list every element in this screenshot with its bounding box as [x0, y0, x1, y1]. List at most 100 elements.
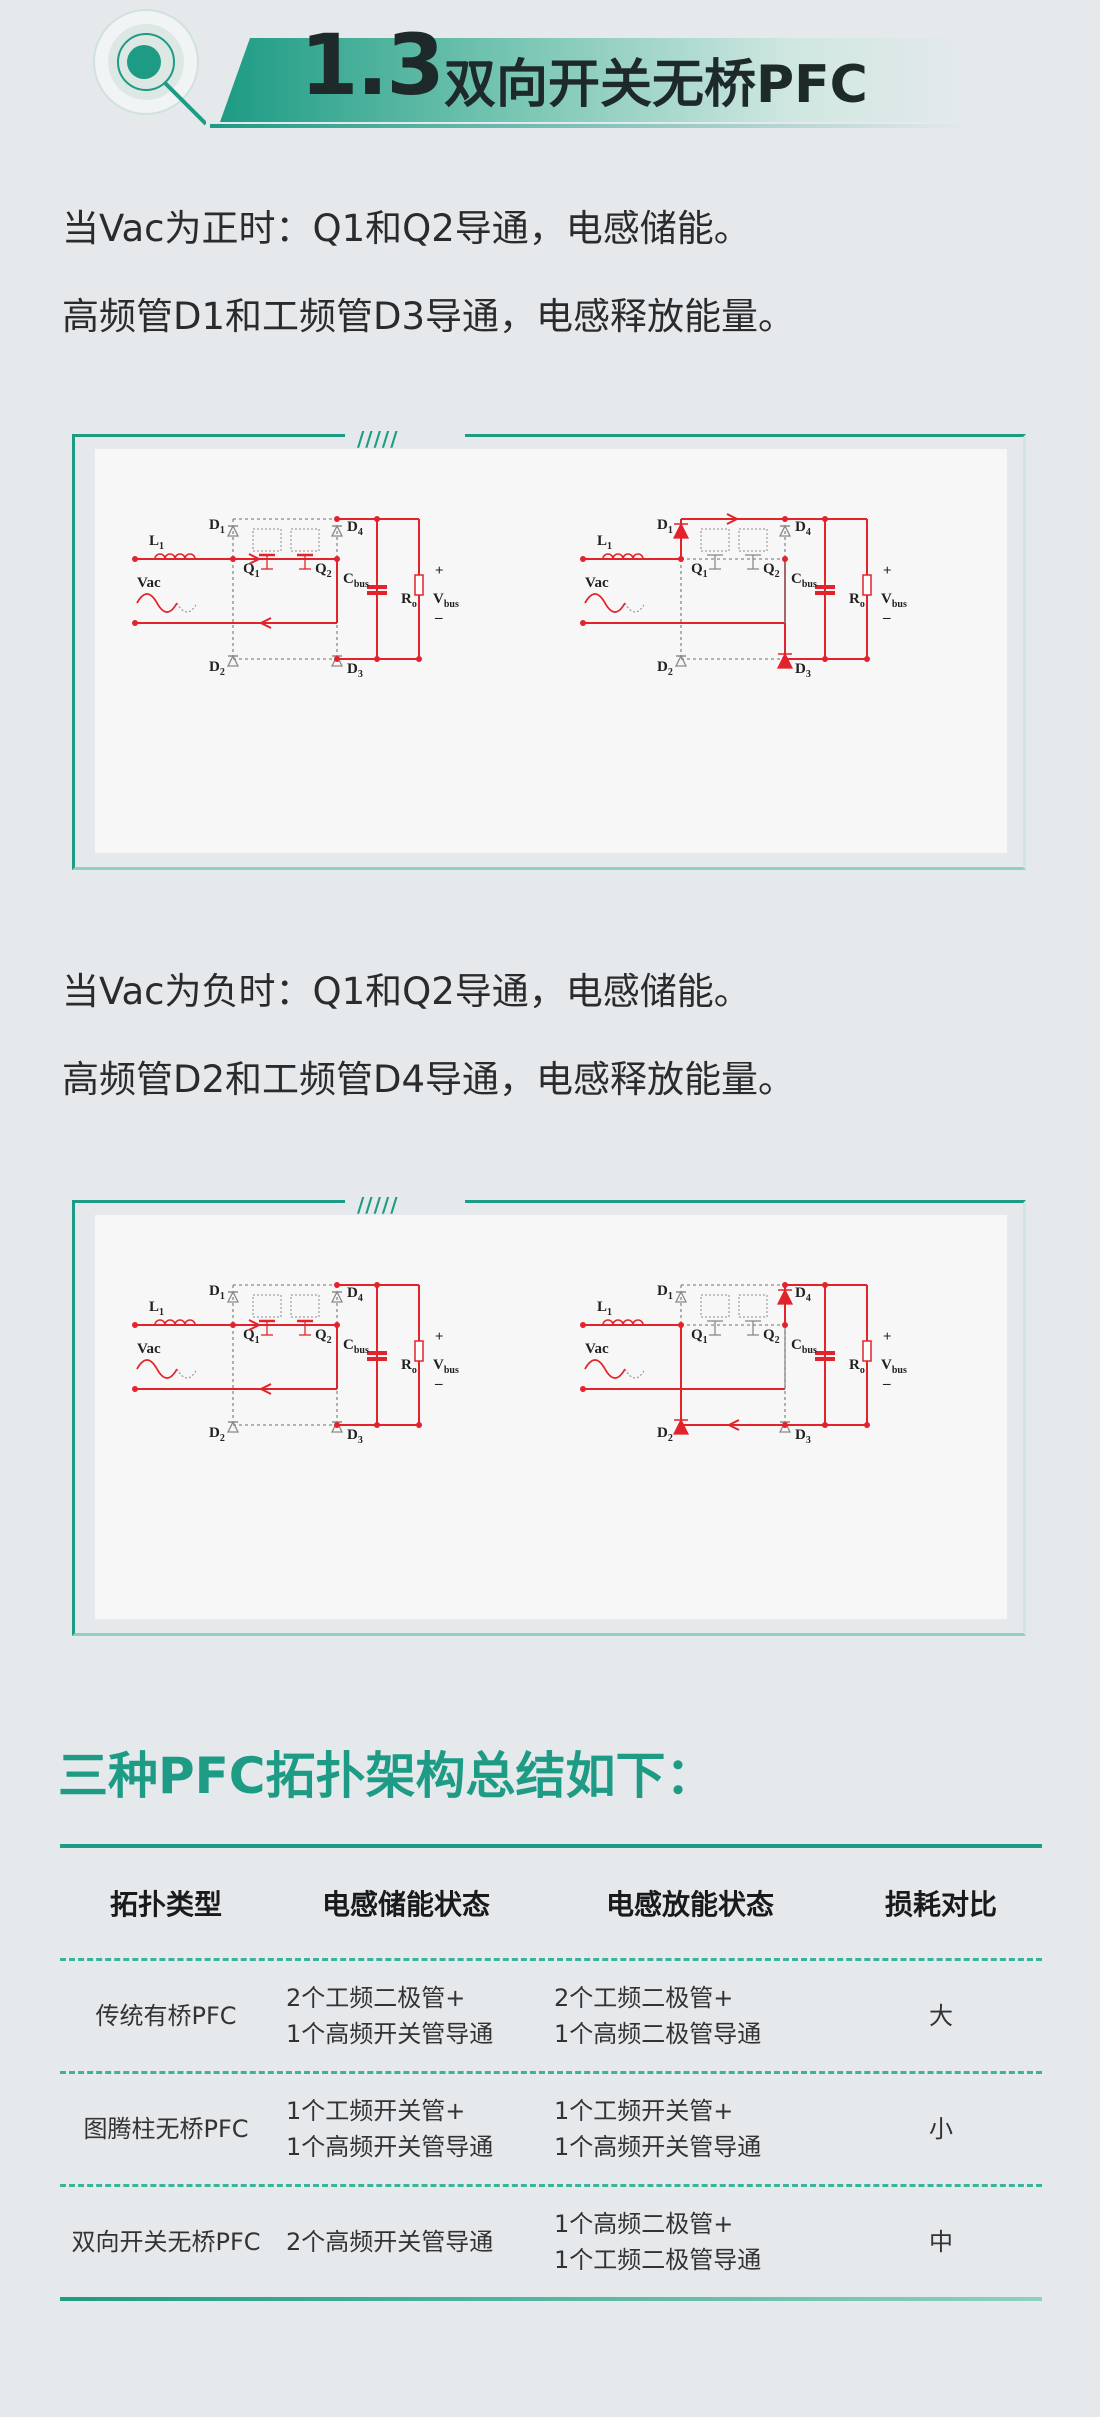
mosfet-body	[252, 1294, 282, 1318]
cell-loss: 中	[929, 2228, 953, 2256]
section-number: 1.3	[300, 16, 445, 114]
diode-symbol	[226, 524, 240, 537]
component-label: Cbus	[791, 571, 817, 590]
diode-symbol	[778, 1420, 792, 1433]
component-label: D2	[209, 659, 225, 678]
capacitor-plate	[815, 591, 835, 595]
component-label: _	[882, 1371, 891, 1387]
resistor	[862, 1340, 872, 1362]
diode-symbol	[330, 524, 344, 537]
junction-dot	[864, 656, 870, 662]
sine-wave	[176, 1368, 198, 1379]
component-label: Q1	[691, 561, 708, 580]
junction-dot	[782, 1322, 788, 1328]
section-header: 1.3 双向开关无桥PFC	[0, 0, 1100, 140]
diode-symbol	[330, 1420, 344, 1433]
header-underline	[210, 124, 970, 128]
junction-dot	[782, 516, 788, 522]
component-label: Vac	[137, 575, 161, 591]
inductor-coil	[184, 1319, 196, 1326]
junction-dot	[782, 1422, 788, 1428]
diode-symbol	[330, 654, 344, 667]
table-row: 双向开关无桥PFC 2个高频开关管导通 1个高频二极管+ 1个工频二极管导通 中	[60, 2187, 1042, 2297]
mosfet-body	[738, 528, 768, 552]
diode-symbol	[672, 1418, 690, 1435]
junction-dot	[822, 1282, 828, 1288]
component-label: Q1	[691, 1327, 708, 1346]
paragraph-negative-line1: 当Vac为负时：Q1和Q2导通，电感储能。	[62, 970, 751, 1013]
component-label: D1	[657, 1283, 673, 1302]
sine-wave	[136, 593, 178, 613]
mosfet-body	[252, 528, 282, 552]
comparison-table: 拓扑类型 电感储能状态 电感放能状态 损耗对比 传统有桥PFC 2个工频二极管+…	[60, 1844, 1042, 2301]
table-header-row: 拓扑类型 电感储能状态 电感放能状态 损耗对比	[60, 1848, 1042, 1958]
component-label: L1	[597, 533, 612, 552]
junction-dot	[822, 1422, 828, 1428]
junction-dot	[334, 656, 340, 662]
component-label: +	[883, 1329, 892, 1345]
component-label: Q2	[763, 1327, 780, 1346]
cell-store: 2个高频开关管导通	[286, 2228, 494, 2256]
component-label: Q2	[315, 1327, 332, 1346]
component-label: +	[435, 1329, 444, 1345]
resistor	[862, 574, 872, 596]
inductor-coil	[632, 553, 644, 560]
magnifier-icon	[93, 9, 206, 126]
component-label: Q2	[315, 561, 332, 580]
capacitor-plate	[367, 585, 387, 589]
resistor	[414, 1340, 424, 1362]
component-label: D2	[657, 659, 673, 678]
component-label: _	[434, 1371, 443, 1387]
sine-wave	[624, 602, 646, 613]
cell-release: 1个高频二极管+ 1个工频二极管导通	[554, 2210, 762, 2274]
current-arrow	[248, 1319, 262, 1331]
mosfet-body	[290, 1294, 320, 1318]
junction-dot	[580, 620, 586, 626]
diode-symbol	[672, 522, 690, 539]
cell-type: 双向开关无桥PFC	[71, 2228, 261, 2256]
header-store-state: 电感储能状态	[321, 1888, 490, 1921]
paragraph-positive-line1: 当Vac为正时：Q1和Q2导通，电感储能。	[62, 207, 751, 250]
resistor	[414, 574, 424, 596]
frame-stripes: /////	[357, 427, 399, 451]
junction-dot	[416, 656, 422, 662]
junction-dot	[580, 556, 586, 562]
junction-dot	[374, 1282, 380, 1288]
current-arrow	[726, 513, 740, 525]
junction-dot	[334, 556, 340, 562]
component-label: D1	[209, 517, 225, 536]
capacitor-plate	[815, 585, 835, 589]
component-label: Cbus	[791, 1337, 817, 1356]
junction-dot	[334, 1422, 340, 1428]
capacitor-plate	[367, 1351, 387, 1355]
junction-dot	[580, 1322, 586, 1328]
diode-symbol	[778, 524, 792, 537]
component-label: D1	[209, 1283, 225, 1302]
diode-symbol	[776, 1288, 794, 1305]
current-arrow	[726, 1419, 740, 1431]
table-row: 图腾柱无桥PFC 1个工频开关管+ 1个高频开关管导通 1个工频开关管+ 1个高…	[60, 2074, 1042, 2184]
cell-release: 1个工频开关管+ 1个高频开关管导通	[554, 2097, 762, 2161]
cell-release: 2个工频二极管+ 1个高频二极管导通	[554, 1984, 762, 2048]
component-label: D4	[795, 519, 811, 538]
header-topology: 拓扑类型	[109, 1888, 222, 1921]
paragraph-positive-line2: 高频管D1和工频管D3导通，电感释放能量。	[62, 295, 796, 338]
component-label: D4	[347, 1285, 363, 1304]
cell-store: 1个工频开关管+ 1个高频开关管导通	[286, 2097, 494, 2161]
junction-dot	[864, 1422, 870, 1428]
junction-dot	[334, 1282, 340, 1288]
diode-symbol	[674, 1290, 688, 1303]
capacitor-plate	[815, 1351, 835, 1355]
component-label: D3	[795, 661, 811, 680]
junction-dot	[132, 1386, 138, 1392]
cell-type: 图腾柱无桥PFC	[83, 2115, 249, 2143]
table-row: 传统有桥PFC 2个工频二极管+ 1个高频开关管导通 2个工频二极管+ 1个高频…	[60, 1961, 1042, 2071]
cell-type: 传统有桥PFC	[95, 2002, 237, 2030]
paragraph-negative-line2: 高频管D2和工频管D4导通，电感释放能量。	[62, 1058, 796, 1101]
junction-dot	[334, 1322, 340, 1328]
component-label: Cbus	[343, 571, 369, 590]
